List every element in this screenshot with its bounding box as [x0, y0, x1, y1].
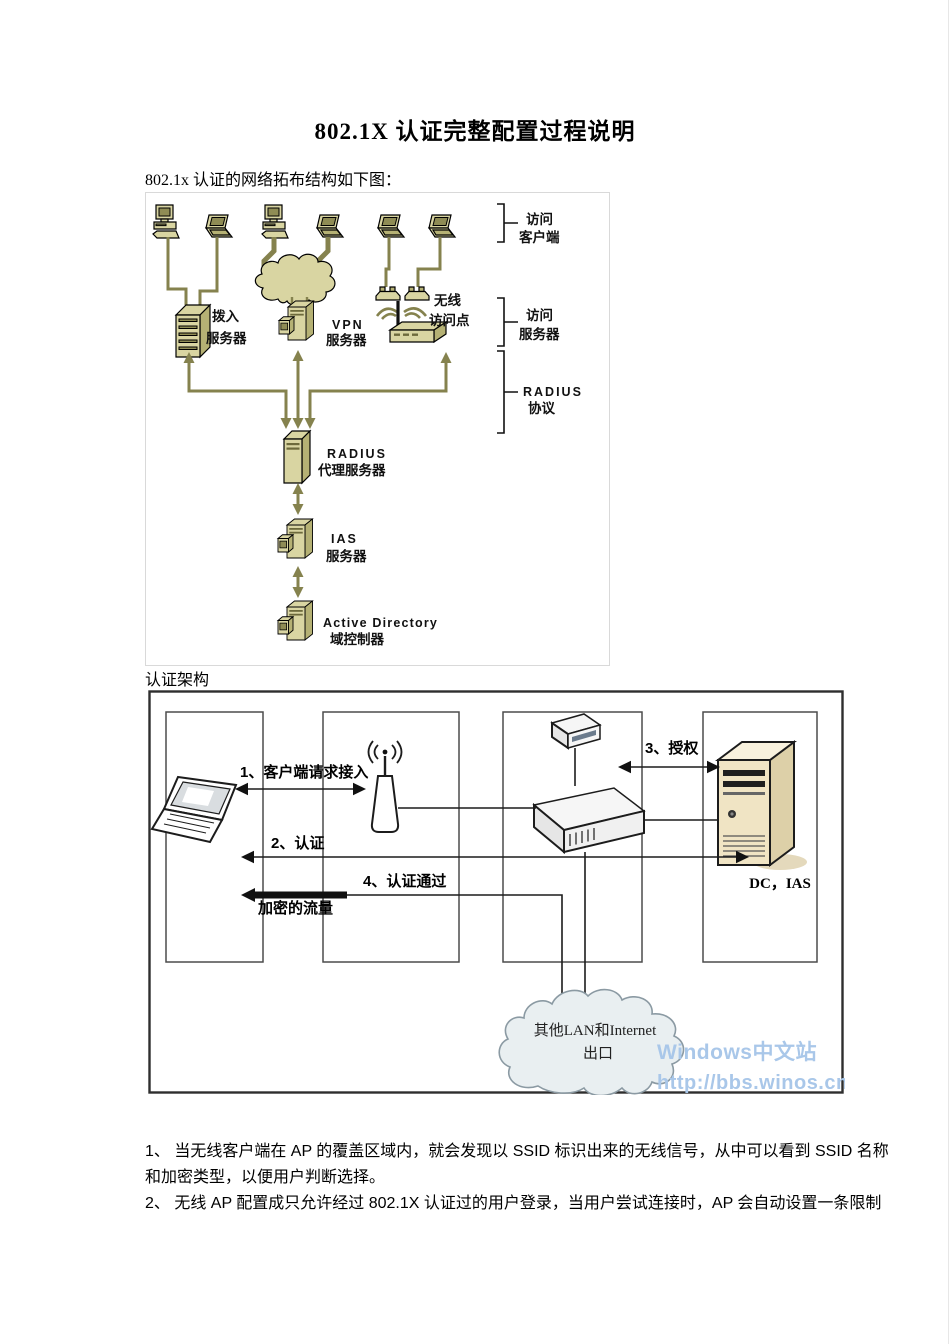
body-line: 2、 无线 AP 配置成只允许经过 802.1X 认证过的用户登录，当用户尝试连…	[145, 1195, 882, 1212]
arrow-up-icon	[292, 350, 304, 361]
access-point-icon	[367, 740, 403, 833]
watermark-line2: http://bbs.winos.cn	[657, 1072, 845, 1094]
arrow-up-icon	[183, 352, 195, 363]
arrow-up-icon	[292, 483, 304, 494]
client-laptop-icon	[316, 214, 344, 238]
server-column	[702, 711, 818, 963]
bracket-clients-label-2: 客户端	[518, 229, 560, 245]
arrow-left-icon	[618, 760, 631, 774]
topology-diagram: 拨入 服务器 VPN 服务器 无线 访问点 RADIUS 代理服务器 IAS 服…	[145, 192, 610, 666]
radius-flow-line	[308, 361, 448, 419]
body-paragraphs: 1、 当无线客户端在 AP 的覆盖区域内，就会发现以 SSID 标识出来的无线信…	[145, 1139, 889, 1217]
encrypted-traffic-label: 加密的流量	[257, 899, 333, 917]
dialin-server-icon	[175, 304, 211, 358]
body-line: 和加密类型，以便用户判断选择。	[145, 1169, 386, 1186]
modem-icon	[404, 286, 430, 301]
bracket-clients-label-1: 访问	[526, 211, 553, 227]
laptop-icon	[150, 775, 238, 844]
arrow-down-icon	[292, 504, 304, 515]
dc-ias-label: DC，IAS	[749, 876, 811, 892]
wire	[384, 237, 391, 287]
bracket-radius-label-1: RADIUS	[523, 385, 583, 399]
ap-column	[322, 711, 460, 963]
cloud-icon	[254, 253, 336, 306]
step1-label: 1、客户端请求接入	[240, 763, 368, 781]
arrow-down-icon	[292, 418, 304, 429]
client-laptop-icon	[377, 214, 405, 238]
dialin-label-2: 服务器	[206, 330, 247, 346]
page-right-edge	[948, 0, 949, 1344]
radius-proxy-label-2: 代理服务器	[317, 462, 386, 478]
body-line: 1、 当无线客户端在 AP 的覆盖区域内，就会发现以 SSID 标识出来的无线信…	[145, 1143, 889, 1160]
ap-label-1: 无线	[433, 292, 461, 308]
bracket-radius-label-2: 协议	[528, 400, 556, 416]
cloud-icon	[498, 988, 685, 1097]
arrow-up-icon	[440, 352, 452, 363]
intro-text: 802.1x 认证的网络拓布结构如下图：	[145, 172, 402, 189]
radio-wave-icon	[375, 307, 398, 320]
client-column	[165, 711, 264, 963]
cloud-label-2: 出口	[583, 1045, 613, 1062]
wire	[166, 237, 188, 305]
bracket	[497, 297, 518, 347]
step4-label: 4、认证通过	[363, 872, 446, 890]
arrow-right-icon	[353, 782, 366, 796]
ap-label-2: 访问点	[429, 312, 470, 328]
arrow-left-icon	[241, 888, 255, 902]
bracket	[497, 350, 518, 434]
switch-icon	[532, 787, 646, 855]
radius-proxy-icon	[283, 430, 311, 484]
client-desktop-icon	[261, 204, 289, 239]
watermark-line1: Windows中文站	[657, 1040, 817, 1064]
bracket	[497, 203, 518, 243]
arrow-up-icon	[292, 566, 304, 577]
step2-label: 2、认证	[271, 834, 324, 852]
ias-label-1: IAS	[331, 532, 358, 546]
dc-ias-server-icon	[715, 740, 807, 870]
arrow-left-icon	[241, 850, 254, 864]
section-label: 认证架构	[145, 672, 210, 689]
step3-label: 3、授权	[645, 739, 699, 757]
client-laptop-icon	[205, 214, 233, 238]
document-title: 802.1X 认证完整配置过程说明	[314, 119, 636, 144]
arrow-down-icon	[292, 587, 304, 598]
vpn-label-1: VPN	[332, 318, 364, 332]
step4-arrow	[347, 894, 563, 1010]
radius-proxy-label-1: RADIUS	[327, 447, 387, 461]
client-laptop-icon	[428, 214, 456, 238]
ad-server-icon	[277, 600, 313, 641]
wire	[416, 237, 442, 287]
modem-icon	[375, 286, 401, 301]
arrow-down-icon	[304, 418, 316, 429]
ias-server-icon	[277, 518, 313, 559]
bracket-servers-label-1: 访问	[526, 307, 553, 323]
arrow-down-icon	[280, 418, 292, 429]
arrow-left-icon	[235, 782, 248, 796]
switch-column	[502, 711, 643, 963]
hub-icon	[550, 713, 602, 750]
arrow-right-icon	[736, 850, 749, 864]
wire	[198, 237, 219, 305]
architecture-diagram: DC，IAS 1、客户端请求接入 3、授权 2、认证 4、认证通过 加密的流量 …	[148, 690, 848, 1097]
ias-label-2: 服务器	[326, 548, 367, 564]
dialin-label-1: 拨入	[212, 308, 239, 324]
radius-flow-line	[187, 361, 288, 419]
ad-label-2: 域控制器	[330, 631, 384, 647]
vpn-server-icon	[278, 300, 314, 341]
bracket-servers-label-2: 服务器	[519, 326, 560, 342]
client-desktop-icon	[152, 204, 180, 239]
radio-wave-icon	[403, 307, 428, 319]
cloud-label-1: 其他LAN和Internet	[534, 1022, 657, 1039]
ad-label-1: Active Directory	[323, 616, 438, 630]
vpn-label-2: 服务器	[326, 332, 367, 348]
arrow-right-icon	[707, 760, 720, 774]
